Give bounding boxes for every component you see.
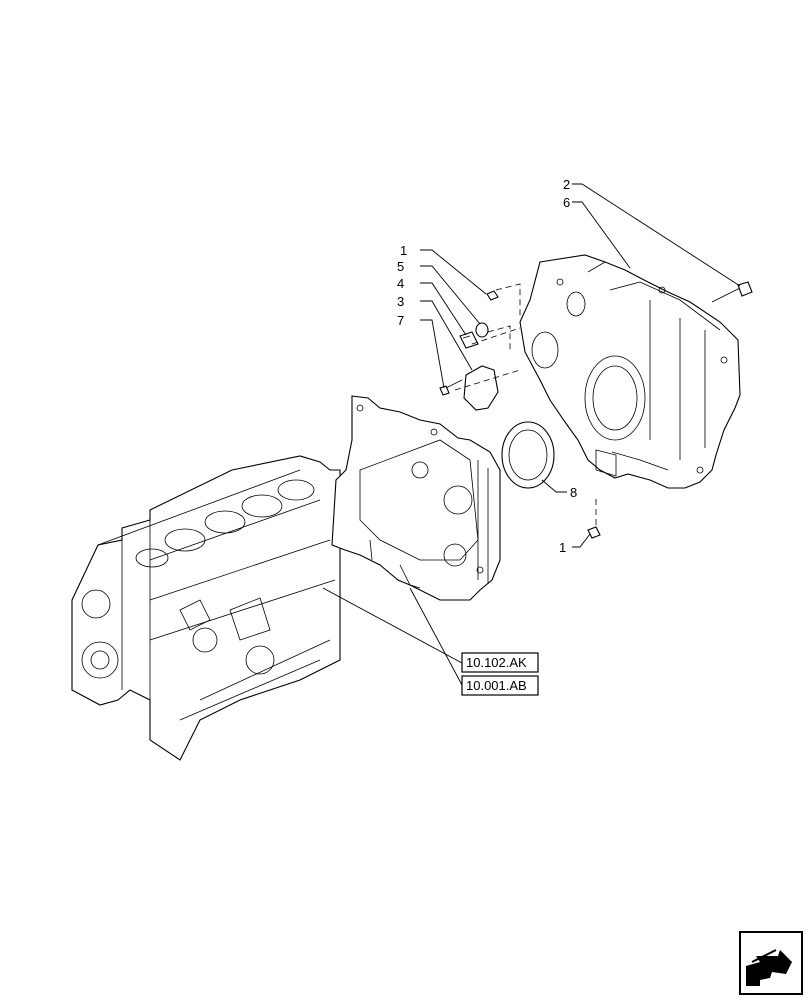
callout-8: 8: [570, 485, 577, 500]
ref-link-cover[interactable]: 10.102.AK: [461, 652, 539, 673]
callout-3: 3: [397, 294, 404, 309]
ref-link-block[interactable]: 10.001.AB: [461, 675, 539, 696]
callout-1-bottom: 1: [559, 540, 566, 555]
bolt-2: [711, 281, 753, 303]
front-plate: [331, 395, 501, 601]
callout-2: 2: [563, 177, 570, 192]
plug-4: [459, 331, 479, 349]
callout-7: 7: [397, 313, 404, 328]
flywheel-housing: [519, 254, 741, 489]
callout-6: 6: [563, 195, 570, 210]
callout-5: 5: [397, 259, 404, 274]
callout-1-top: 1: [400, 243, 407, 258]
ref-label-cover: 10.102.AK: [466, 655, 527, 670]
cover-plate: [463, 365, 499, 411]
callout-4: 4: [397, 276, 404, 291]
ref-label-block: 10.001.AB: [466, 678, 527, 693]
plug-bottom: [587, 526, 601, 539]
previous-page-arrow-icon[interactable]: [739, 931, 803, 995]
o-ring: [475, 322, 489, 338]
engine-block: [71, 455, 341, 761]
plug-top: [486, 290, 499, 301]
seal-ring: [501, 421, 555, 489]
